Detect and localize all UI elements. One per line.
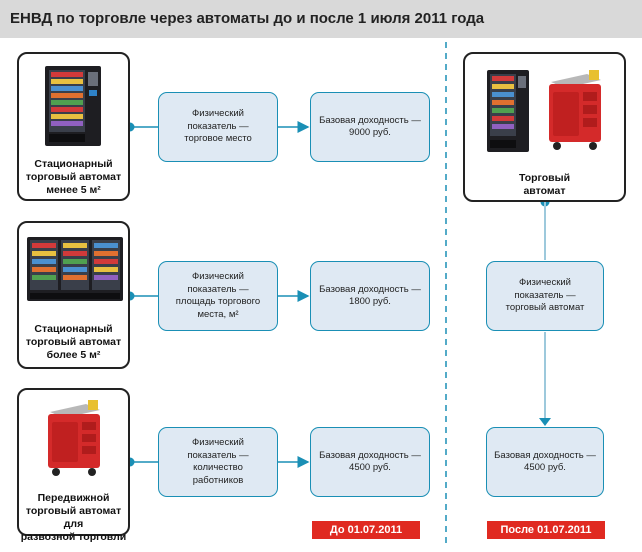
- vending-machine-icon: [45, 66, 101, 146]
- vending-machine-icon: [27, 237, 123, 301]
- vending-label: Стационарный торговый автомат менее 5 м²: [25, 158, 122, 196]
- before-period-badge: До 01.07.2011: [312, 521, 420, 539]
- vending-machine-icon: [487, 70, 529, 152]
- vending-card-small: Стационарный торговый автомат менее 5 м²: [17, 52, 130, 201]
- page-title: ЕНВД по торговле через автоматы до и пос…: [10, 10, 485, 27]
- indicator-box: Физический показатель — торговое место: [158, 92, 278, 162]
- indicator-box: Физический показатель — площадь торговог…: [158, 261, 278, 331]
- arrow-head: [539, 418, 551, 426]
- income-box: Базовая доходность — 9000 руб.: [310, 92, 430, 162]
- vending-label: Стационарный торговый автомат более 5 м²: [25, 323, 122, 361]
- after-period-badge: После 01.07.2011: [487, 521, 605, 539]
- header-bar: ЕНВД по торговле через автоматы до и пос…: [0, 0, 642, 38]
- vending-card-large: Стационарный торговый автомат более 5 м²: [17, 221, 130, 369]
- income-box: Базовая доходность — 1800 руб.: [310, 261, 430, 331]
- vending-label: Торговый автомат: [518, 172, 571, 197]
- income-box: Базовая доходность — 4500 руб.: [310, 427, 430, 497]
- vending-label: Передвижной торговый автомат для развозн…: [20, 492, 127, 543]
- vending-card-after: Торговый автомат: [463, 52, 626, 202]
- mobile-cart-card: Передвижной торговый автомат для развозн…: [17, 388, 130, 543]
- income-box: Базовая доходность — 4500 руб.: [486, 427, 604, 497]
- mobile-cart-icon: [48, 400, 100, 476]
- indicator-box: Физический показатель — количество работ…: [158, 427, 278, 497]
- indicator-box: Физический показатель — торговый автомат: [486, 261, 604, 331]
- mobile-cart-icon: [549, 70, 601, 150]
